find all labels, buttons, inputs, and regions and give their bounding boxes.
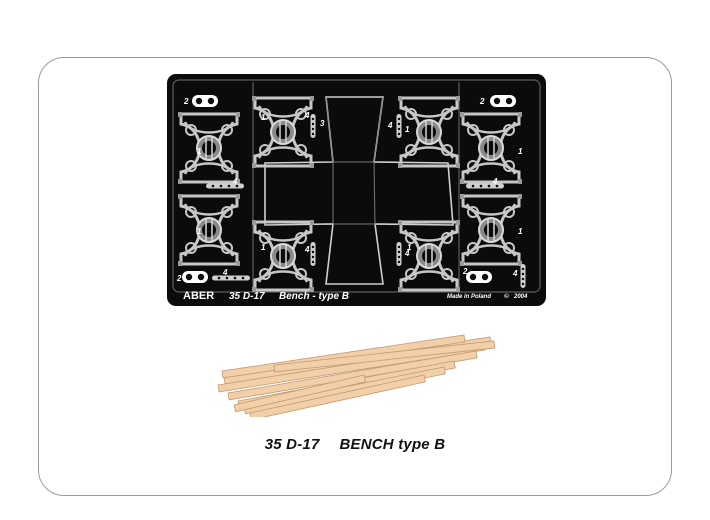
strip-part — [466, 183, 504, 189]
part-number: 1 — [407, 243, 412, 252]
copyright-year: 2004 — [513, 294, 528, 300]
part-number: 2 — [176, 274, 182, 283]
part-number: 4 — [512, 269, 518, 278]
part-number: 3 — [320, 119, 325, 128]
strip-part — [396, 242, 402, 266]
part-number: 1 — [518, 147, 523, 156]
product-caption: 35 D-17 BENCH type B — [0, 436, 710, 453]
copyright-symbol: © — [504, 292, 509, 300]
part-number: 1 — [405, 125, 410, 134]
part-number: 1 — [197, 227, 202, 236]
part-number: 2 — [462, 267, 468, 276]
wood-strip — [233, 374, 367, 413]
link-part — [466, 271, 492, 283]
part-number: 4 — [232, 177, 238, 186]
strip-part — [310, 242, 316, 266]
bench-top-cross — [264, 96, 454, 285]
fret-code: 35 D-17 — [229, 291, 265, 302]
wood-strip — [227, 350, 478, 401]
wooden-strips — [217, 334, 496, 417]
part-number: 1 — [518, 227, 523, 236]
part-number: 4 — [222, 268, 228, 277]
part-number: 4 — [304, 245, 310, 254]
part-number: 2 — [479, 97, 485, 106]
made-in-text: Made in Poland — [447, 294, 491, 300]
part-number: 4 — [387, 121, 393, 130]
part-number: 4 — [492, 177, 498, 186]
part-number: 1 — [197, 147, 202, 156]
brand-logo-text: ABER — [183, 290, 214, 302]
strip-part — [310, 114, 316, 138]
wood-strip — [249, 374, 426, 417]
link-part — [182, 271, 208, 283]
photo-etched-fret: 2 2 2 2 1 1 1 1 1 1 1 1 3 4 4 4 4 4 4 4 … — [167, 74, 546, 306]
part-number: 1 — [261, 113, 266, 122]
part-number: 2 — [183, 97, 189, 106]
sprue-rails — [172, 79, 541, 293]
caption-code: 35 D-17 — [264, 436, 320, 453]
link-part — [490, 95, 516, 107]
wood-strip — [243, 366, 446, 415]
link-part — [192, 95, 218, 107]
strip-part — [206, 183, 244, 189]
strip-part — [212, 275, 250, 281]
part-number: 4 — [304, 111, 310, 120]
caption-title: BENCH type B — [339, 436, 446, 453]
wood-strip — [273, 340, 496, 373]
strip-part — [520, 264, 526, 288]
fret-name: Bench - type B — [279, 291, 349, 302]
part-number: 4 — [404, 249, 410, 258]
part-number: 1 — [261, 243, 266, 252]
strip-part — [396, 114, 402, 138]
